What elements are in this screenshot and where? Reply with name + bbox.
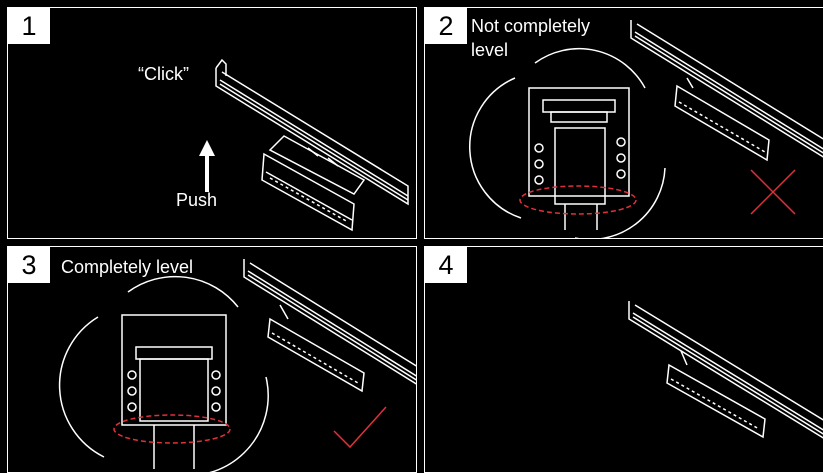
not-level-caption: Not completely level — [471, 16, 591, 60]
zoom-circle — [58, 275, 269, 472]
step-2-illustration — [469, 20, 823, 238]
light-module — [261, 135, 366, 232]
step-3-illustration — [58, 259, 416, 472]
gap-highlight — [519, 185, 637, 215]
step-1-illustration — [199, 58, 409, 232]
cross-section — [528, 87, 630, 230]
step-1-panel: 1 “Click” Push — [7, 7, 417, 239]
cross-section — [121, 314, 227, 469]
step-2-panel: 2 Not completely level — [424, 7, 823, 239]
flush-highlight — [113, 414, 231, 444]
step-4-number: 4 — [425, 247, 467, 283]
cross-mark-icon — [750, 169, 796, 215]
step-4-panel: 4 — [424, 246, 823, 473]
track-rail — [243, 259, 416, 385]
step-4-illustration — [628, 301, 823, 439]
step-3-number: 3 — [8, 247, 50, 283]
check-mark-icon — [333, 406, 387, 449]
zoom-circle — [469, 47, 666, 238]
light-module — [674, 77, 770, 162]
light-module — [666, 350, 766, 439]
track-rail — [630, 20, 823, 158]
step-2-number: 2 — [425, 8, 467, 44]
light-module — [267, 304, 365, 393]
push-arrow-icon — [199, 140, 215, 192]
click-label: “Click” — [138, 64, 189, 84]
step-1-number: 1 — [8, 8, 50, 44]
track-rail — [215, 58, 409, 206]
level-caption: Completely level — [61, 257, 194, 277]
track-rail — [628, 301, 823, 439]
push-label: Push — [176, 190, 218, 210]
step-3-panel: 3 Completely level — [7, 246, 417, 473]
